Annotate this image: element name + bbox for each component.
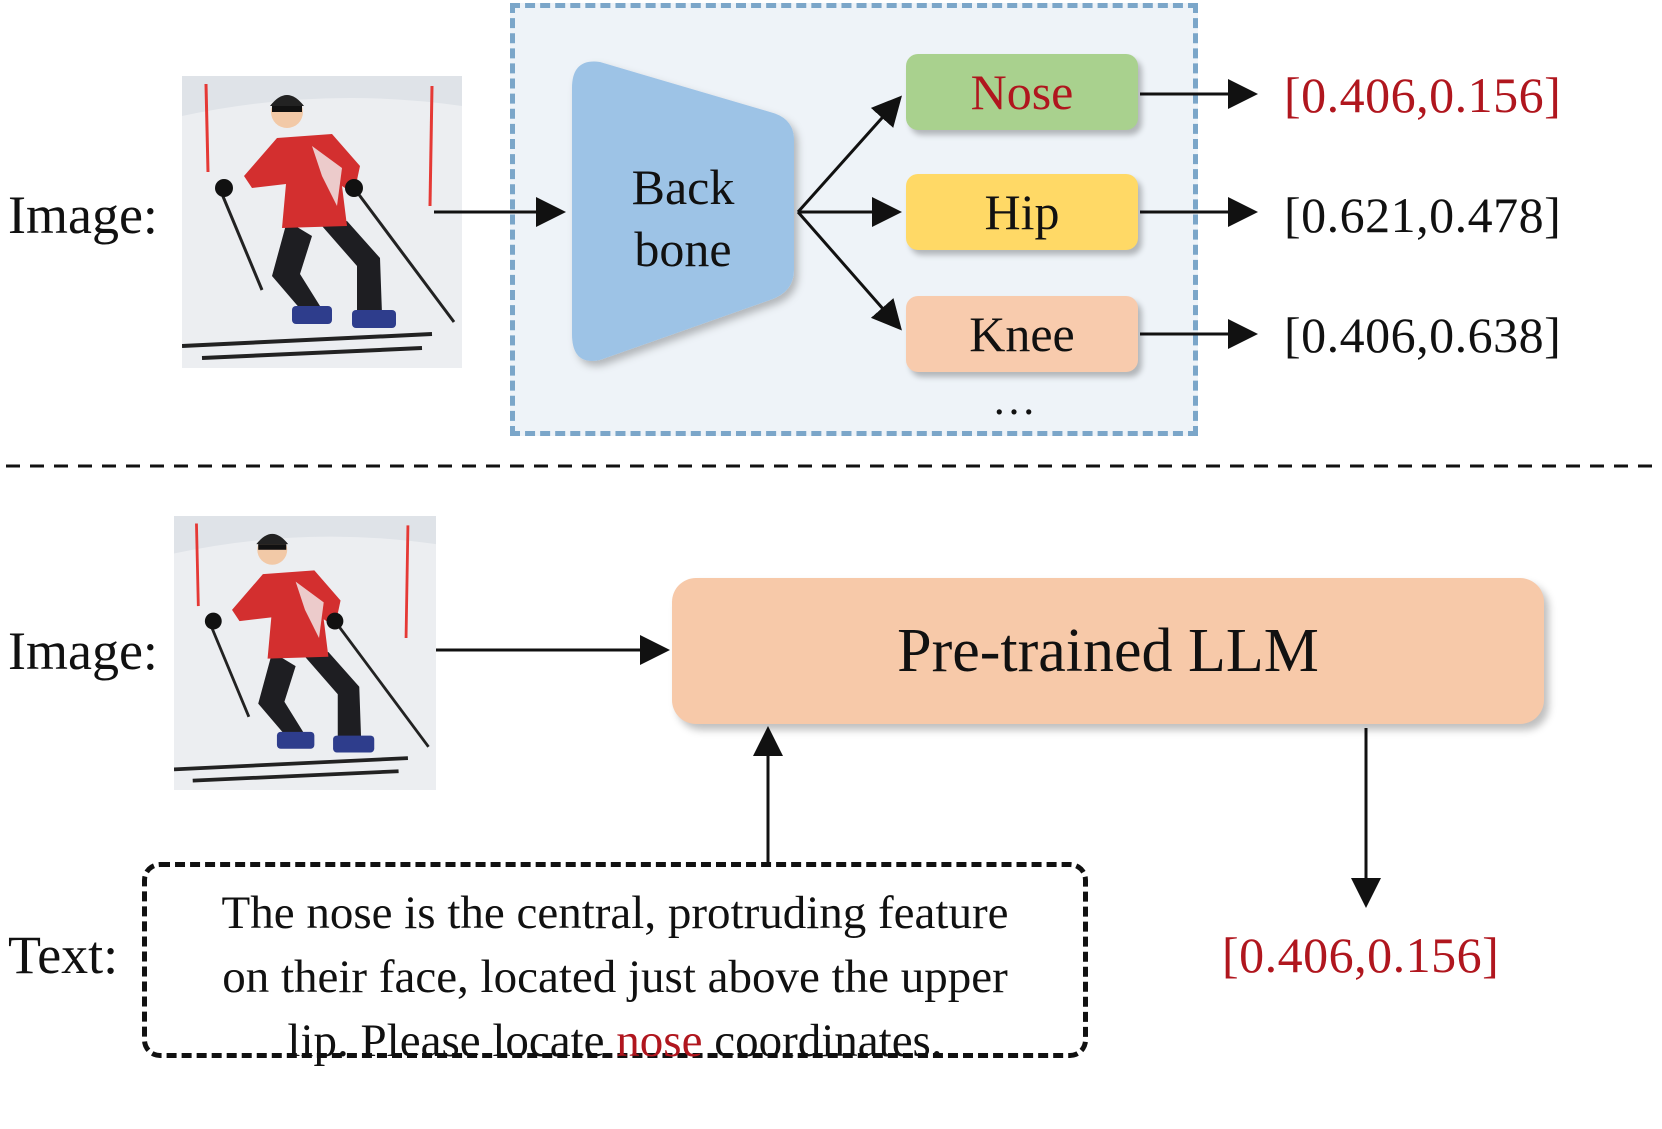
prompt-line-2: on their face, located just above the up… — [222, 951, 1008, 1003]
skier-illustration — [182, 76, 462, 368]
more-keypoints-ellipsis: … — [992, 375, 1036, 424]
pretrained-llm-label: Pre-trained LLM — [897, 616, 1319, 685]
prompt-highlight-nose: nose — [616, 1015, 703, 1067]
keypoint-hip-box: Hip — [906, 174, 1138, 250]
keypoint-nose-box: Nose — [906, 54, 1138, 130]
llm-output-coordinates: [0.406,0.156] — [1222, 927, 1500, 983]
backbone-label: Back bone — [572, 156, 794, 280]
keypoint-knee-box: Knee — [906, 296, 1138, 372]
keypoint-hip-label: Hip — [984, 184, 1060, 240]
keypoint-knee-label: Knee — [969, 306, 1075, 362]
knee-output-coordinates: [0.406,0.638] — [1284, 307, 1562, 363]
prompt-line-3-end: coordinates. — [702, 1015, 943, 1067]
bottom-skier-photo — [174, 516, 436, 790]
top-image-label: Image: — [8, 185, 158, 245]
pretrained-llm-box: Pre-trained LLM — [672, 578, 1544, 724]
prompt-line-3-start: lip. Please locate — [287, 1015, 617, 1067]
skier-illustration-bottom — [174, 516, 436, 790]
top-skier-photo — [182, 76, 462, 368]
text-input-label: Text: — [8, 925, 119, 985]
backbone-label-line1: Back — [631, 159, 735, 215]
nose-output-coordinates: [0.406,0.156] — [1284, 67, 1562, 123]
bottom-image-label: Image: — [8, 621, 158, 681]
keypoint-nose-label: Nose — [970, 64, 1074, 120]
prompt-line-1: The nose is the central, protruding feat… — [221, 887, 1009, 939]
hip-output-coordinates: [0.621,0.478] — [1284, 187, 1562, 243]
text-prompt-box: The nose is the central, protruding feat… — [142, 862, 1088, 1067]
prompt-line-3: lip. Please locate nose coordinates. — [147, 1009, 1083, 1073]
backbone-label-line2: bone — [634, 221, 732, 277]
